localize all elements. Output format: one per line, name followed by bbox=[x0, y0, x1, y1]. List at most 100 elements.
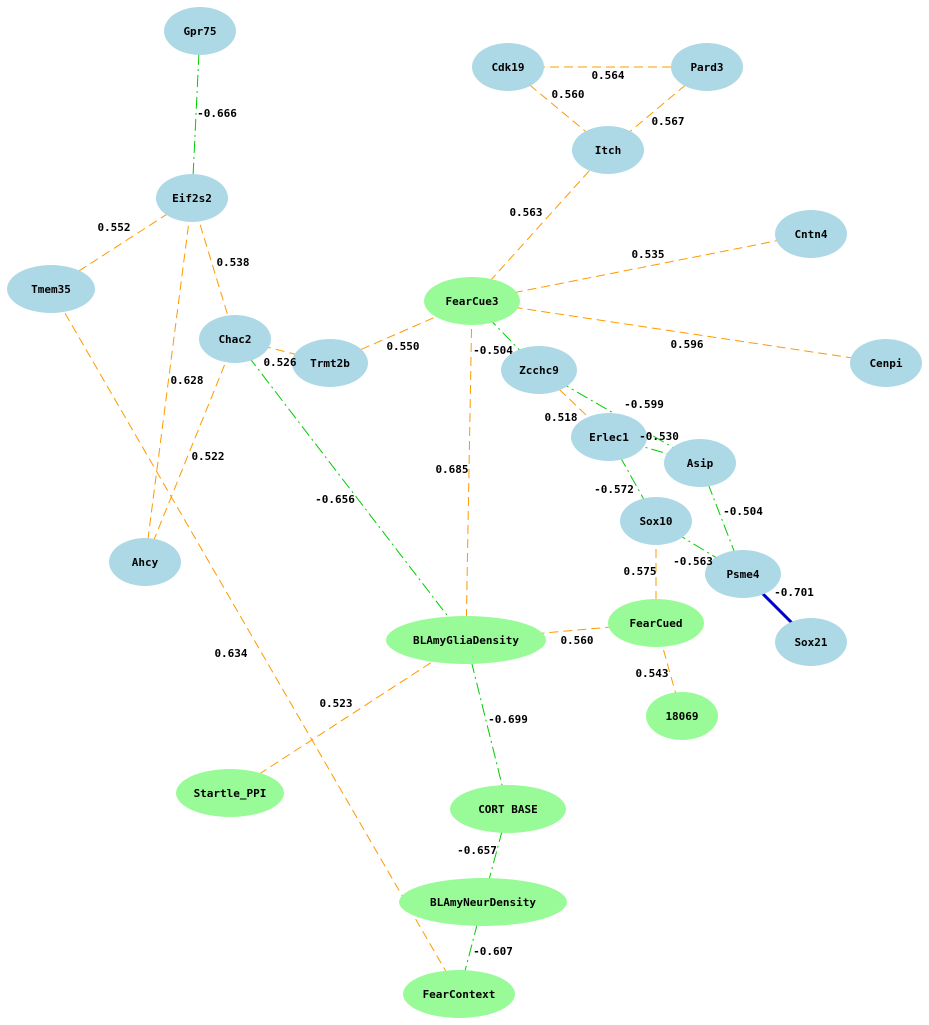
edge-weight-label: 0.523 bbox=[319, 697, 352, 710]
node-label: Asip bbox=[687, 457, 714, 470]
node-label: Zcchc9 bbox=[519, 364, 559, 377]
edge-weight-label: -0.504 bbox=[723, 505, 763, 518]
node-label: Gpr75 bbox=[183, 25, 216, 38]
node-shape bbox=[571, 413, 647, 461]
node-shape bbox=[424, 277, 520, 325]
node-startle-ppi[interactable]: Startle_PPI bbox=[176, 769, 284, 817]
edge-weight-label: 0.563 bbox=[509, 206, 542, 219]
node-18069[interactable]: 18069 bbox=[646, 692, 718, 740]
edge-blamyneurdensity-fearcontext bbox=[458, 901, 484, 995]
node-label: Cntn4 bbox=[794, 228, 827, 241]
node-label: Startle_PPI bbox=[194, 787, 267, 800]
node-fearcued[interactable]: FearCued bbox=[608, 599, 704, 647]
edge-eif2s2-ahcy bbox=[144, 197, 193, 563]
edge-tmem35-fearcontext bbox=[50, 288, 460, 995]
node-shape bbox=[7, 265, 95, 313]
node-shape bbox=[572, 126, 644, 174]
edge-cntn4-fearcue3 bbox=[471, 233, 812, 302]
node-chac2[interactable]: Chac2 bbox=[199, 315, 271, 363]
edge-weight-label: 0.685 bbox=[435, 463, 468, 476]
node-sox21[interactable]: Sox21 bbox=[775, 618, 847, 666]
edge-gpr75-eif2s2 bbox=[191, 30, 201, 199]
node-shape bbox=[705, 550, 781, 598]
edge-weight-label: 0.526 bbox=[263, 356, 296, 369]
node-shape bbox=[472, 43, 544, 91]
edge-weight-label: -0.666 bbox=[197, 107, 237, 120]
node-asip[interactable]: Asip bbox=[664, 439, 736, 487]
node-cdk19[interactable]: Cdk19 bbox=[472, 43, 544, 91]
node-psme4[interactable]: Psme4 bbox=[705, 550, 781, 598]
node-blamygliadensity[interactable]: BLAmyGliaDensity bbox=[386, 616, 546, 664]
node-label: Ahcy bbox=[132, 556, 159, 569]
node-label: Pard3 bbox=[690, 61, 723, 74]
node-shape bbox=[199, 315, 271, 363]
node-shape bbox=[156, 174, 228, 222]
node-label: Sox21 bbox=[794, 636, 827, 649]
node-label: Erlec1 bbox=[589, 431, 629, 444]
node-blamyneurdensity[interactable]: BLAmyNeurDensity bbox=[399, 878, 567, 926]
node-label: Chac2 bbox=[218, 333, 251, 346]
edge-weight-label: 0.567 bbox=[651, 115, 684, 128]
node-shape bbox=[850, 339, 922, 387]
node-erlec1[interactable]: Erlec1 bbox=[571, 413, 647, 461]
node-tmem35[interactable]: Tmem35 bbox=[7, 265, 95, 313]
node-shape bbox=[664, 439, 736, 487]
node-shape bbox=[775, 618, 847, 666]
edge-weight-label: 0.522 bbox=[191, 450, 224, 463]
edge-fearcue3-blamygliadensity bbox=[465, 300, 473, 641]
node-ahcy[interactable]: Ahcy bbox=[109, 538, 181, 586]
node-label: Psme4 bbox=[726, 568, 759, 581]
node-cenpi[interactable]: Cenpi bbox=[850, 339, 922, 387]
edge-blamygliadensity-startle-ppi bbox=[229, 639, 467, 794]
node-label: Cenpi bbox=[869, 357, 902, 370]
edge-weight-label: 0.564 bbox=[591, 69, 624, 82]
edge-weight-label: -0.530 bbox=[639, 430, 679, 443]
edge-weight-label: 0.575 bbox=[623, 565, 656, 578]
node-label: Tmem35 bbox=[31, 283, 71, 296]
node-pard3[interactable]: Pard3 bbox=[671, 43, 743, 91]
node-zcchc9[interactable]: Zcchc9 bbox=[501, 346, 577, 394]
node-sox10[interactable]: Sox10 bbox=[620, 497, 692, 545]
node-fearcue3[interactable]: FearCue3 bbox=[424, 277, 520, 325]
node-eif2s2[interactable]: Eif2s2 bbox=[156, 174, 228, 222]
node-shape bbox=[620, 497, 692, 545]
node-shape bbox=[646, 692, 718, 740]
node-gpr75[interactable]: Gpr75 bbox=[164, 7, 236, 55]
node-label: Cdk19 bbox=[491, 61, 524, 74]
edge-labels-layer: -0.6660.5640.5600.5670.5630.5520.5380.62… bbox=[97, 69, 814, 958]
edge-weight-label: 0.538 bbox=[216, 256, 249, 269]
node-shape bbox=[109, 538, 181, 586]
node-label: FearCue3 bbox=[446, 295, 499, 308]
node-label: BLAmyNeurDensity bbox=[430, 896, 536, 909]
node-fearcontext[interactable]: FearContext bbox=[403, 970, 515, 1018]
edge-weight-label: -0.504 bbox=[473, 344, 513, 357]
edge-weight-label: 0.560 bbox=[560, 634, 593, 647]
node-shape bbox=[775, 210, 847, 258]
node-itch[interactable]: Itch bbox=[572, 126, 644, 174]
node-shape bbox=[501, 346, 577, 394]
edge-weight-label: -0.699 bbox=[488, 713, 528, 726]
node-shape bbox=[164, 7, 236, 55]
edge-weight-label: -0.599 bbox=[624, 398, 664, 411]
edge-weight-label: -0.656 bbox=[315, 493, 355, 506]
node-trmt2b[interactable]: Trmt2b bbox=[292, 339, 368, 387]
node-label: Sox10 bbox=[639, 515, 672, 528]
node-shape bbox=[292, 339, 368, 387]
edge-weight-label: -0.701 bbox=[774, 586, 814, 599]
node-label: FearCued bbox=[630, 617, 683, 630]
node-shape bbox=[403, 970, 515, 1018]
edge-eif2s2-chac2 bbox=[191, 197, 236, 340]
node-label: BLAmyGliaDensity bbox=[413, 634, 519, 647]
node-shape bbox=[386, 616, 546, 664]
node-cntn4[interactable]: Cntn4 bbox=[775, 210, 847, 258]
edge-weight-label: 0.518 bbox=[544, 411, 577, 424]
edge-weight-label: 0.596 bbox=[670, 338, 703, 351]
edge-weight-label: -0.563 bbox=[673, 555, 713, 568]
edge-weight-label: 0.550 bbox=[386, 340, 419, 353]
node-cort-base[interactable]: CORT BASE bbox=[450, 785, 566, 833]
edge-weight-label: 0.552 bbox=[97, 221, 130, 234]
edge-chac2-blamygliadensity bbox=[234, 338, 467, 641]
